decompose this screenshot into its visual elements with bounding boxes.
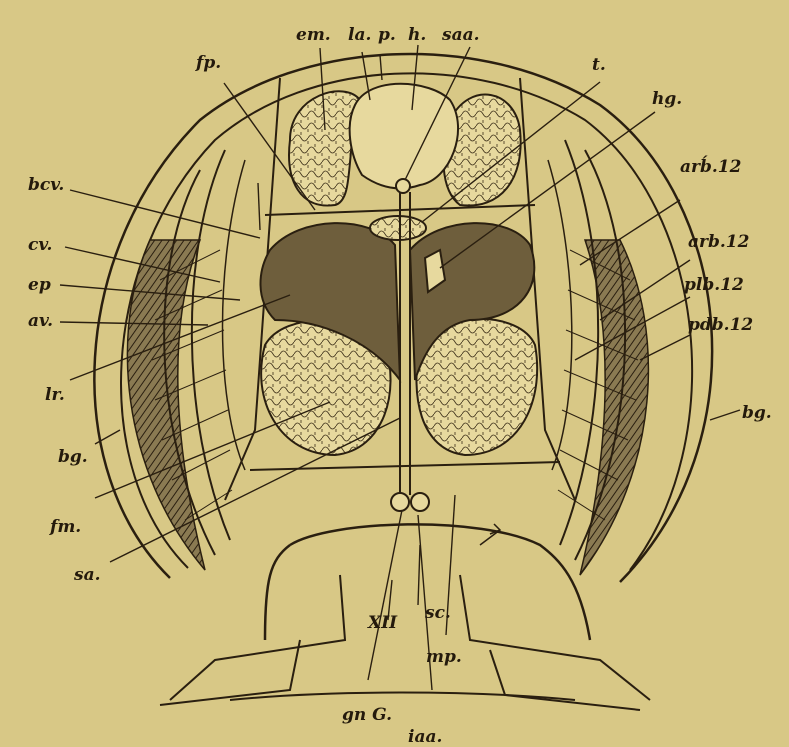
label-bg-left: bg. bbox=[58, 447, 88, 467]
label-bg-right: bg. bbox=[742, 403, 772, 423]
label-av: av. bbox=[28, 311, 53, 331]
label-p: p. bbox=[378, 25, 396, 45]
label-t: t. bbox=[592, 55, 606, 75]
right-branchial-lamellae bbox=[548, 140, 648, 575]
label-cv: cv. bbox=[28, 235, 52, 255]
label-em: em. bbox=[296, 25, 331, 45]
label-gnG: gn G. bbox=[342, 705, 392, 725]
heart bbox=[350, 84, 458, 240]
lower-structures bbox=[160, 524, 650, 710]
label-iaa: iaa. bbox=[408, 727, 442, 747]
label-sa: sa. bbox=[73, 565, 101, 585]
label-fp: fp. bbox=[195, 53, 221, 73]
label-lr: lr. bbox=[45, 385, 65, 405]
label-ep: ep bbox=[28, 275, 51, 295]
label-fm: fm. bbox=[49, 517, 81, 537]
label-mp: mp. bbox=[426, 647, 462, 667]
label-h: h. bbox=[408, 25, 426, 45]
label-la: la. bbox=[348, 25, 371, 45]
label-hg-top: hg. bbox=[652, 89, 682, 109]
label-pdb-12: pdb.12 bbox=[688, 315, 753, 335]
label-xii: XII bbox=[367, 613, 398, 633]
label-bcv: bcv. bbox=[28, 175, 64, 195]
label-saa: saa. bbox=[441, 25, 480, 45]
label-arb-12: arb.12 bbox=[688, 232, 750, 252]
label-arb-prime-12: arb́.12 bbox=[680, 156, 742, 177]
left-branchial-lamellae bbox=[127, 150, 245, 570]
label-plb-12: plb.12 bbox=[684, 275, 744, 295]
label-sc: sc. bbox=[424, 603, 451, 623]
